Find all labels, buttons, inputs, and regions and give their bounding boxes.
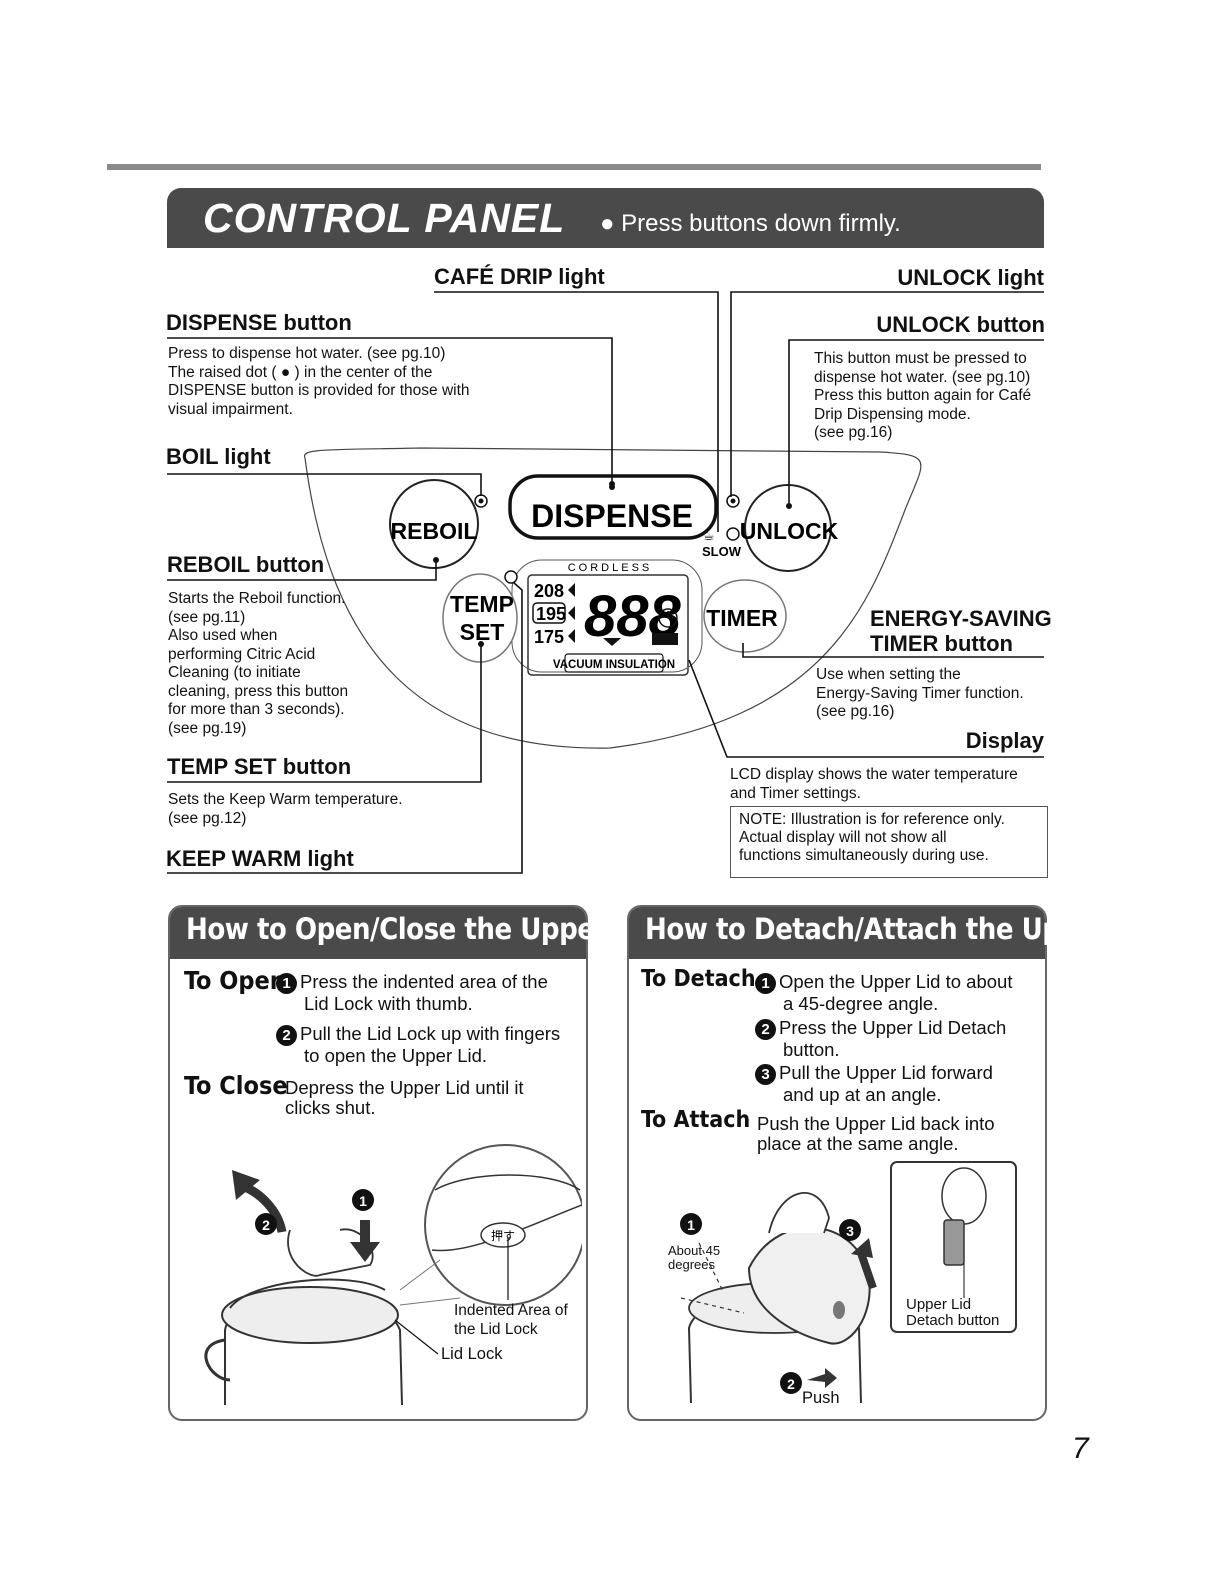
temp-label: TEMP bbox=[450, 591, 514, 617]
detach-step-number-2: 2 bbox=[755, 1018, 776, 1040]
lid-lock-label: Lid Lock bbox=[441, 1345, 503, 1363]
note-box: NOTE: Illustration is for reference only… bbox=[730, 806, 1048, 878]
illus-step-2: 2 bbox=[262, 1217, 270, 1233]
temp-208: 208 bbox=[534, 581, 564, 601]
boil-light-label: BOIL light bbox=[166, 444, 271, 469]
step-number-1: 1 bbox=[276, 972, 297, 994]
cup-icon: ☕ bbox=[703, 528, 715, 543]
dispense-button-title: DISPENSE button bbox=[166, 310, 352, 335]
energy-saving-timer-title: ENERGY-SAVING TIMER button bbox=[870, 606, 1052, 656]
page-title: CONTROL PANEL bbox=[203, 195, 566, 241]
reboil-label: REBOIL bbox=[391, 518, 478, 544]
temp-set-button-graphic bbox=[442, 573, 518, 663]
unlock-label: UNLOCK bbox=[740, 518, 839, 544]
clock-icon bbox=[658, 608, 678, 628]
close-text: Depress the Upper Lid until it clicks sh… bbox=[285, 1077, 524, 1118]
detach-attach-header bbox=[629, 907, 1045, 959]
indented-area-label: Indented Area of the Lid Lock bbox=[454, 1302, 568, 1338]
detach-illus-step-2: 2 bbox=[787, 1376, 795, 1392]
top-rule bbox=[107, 164, 1041, 170]
about-45-label: About 45 degrees bbox=[668, 1243, 721, 1272]
timer-button-graphic bbox=[703, 579, 787, 653]
to-detach-label: To Detach bbox=[641, 966, 756, 992]
display-title: Display bbox=[965, 728, 1044, 753]
to-attach-label: To Attach bbox=[641, 1107, 751, 1133]
temp-set-button-desc: Sets the Keep Warm temperature. (see pg.… bbox=[168, 791, 403, 827]
detach-illus-step-3: 3 bbox=[846, 1223, 854, 1239]
slow-label: SLOW bbox=[702, 544, 742, 559]
set-label: SET bbox=[460, 619, 505, 645]
dispense-button-graphic bbox=[508, 474, 718, 540]
push-stamp-text: 押す bbox=[491, 1229, 515, 1243]
to-close-label: To Close bbox=[184, 1071, 288, 1100]
illus-step-1: 1 bbox=[359, 1193, 367, 1209]
cafe-drip-light-dot bbox=[726, 527, 740, 541]
cafe-drip-light-label: CAFÉ DRIP light bbox=[434, 264, 605, 289]
control-panel-diagram: CORDLESS 208 195 175 888 VACUUM INSULATI… bbox=[167, 291, 1044, 874]
battery-icon bbox=[652, 633, 678, 645]
vacuum-insulation-label: VACUUM INSULATION bbox=[553, 659, 675, 671]
keep-warm-light-dot bbox=[504, 570, 518, 584]
reboil-button-graphic bbox=[389, 479, 479, 569]
control-panel-banner bbox=[167, 188, 1044, 248]
timer-label: TIMER bbox=[706, 605, 778, 631]
leader-lines bbox=[167, 291, 1044, 874]
dispense-label: DISPENSE bbox=[531, 498, 693, 534]
unlock-button-title: UNLOCK button bbox=[876, 312, 1045, 337]
reboil-button-desc: Starts the Reboil function. (see pg.11) … bbox=[168, 590, 349, 737]
banner-subtitle: ● Press buttons down firmly. bbox=[600, 210, 901, 237]
push-label: Push bbox=[802, 1389, 840, 1407]
down-arrow-icon bbox=[603, 638, 621, 646]
unlock-button-desc: This button must be pressed to dispense … bbox=[814, 350, 1032, 441]
temp-195: 195 bbox=[536, 604, 566, 624]
open-close-header bbox=[170, 907, 586, 959]
reboil-button-title: REBOIL button bbox=[167, 552, 325, 577]
keep-warm-light-label: KEEP WARM light bbox=[166, 846, 354, 871]
to-open-label: To Open bbox=[184, 966, 286, 995]
open-close-illustration: 押す 1 2 bbox=[204, 1144, 582, 1406]
step-number-2: 2 bbox=[276, 1024, 297, 1046]
unlock-light-label: UNLOCK light bbox=[897, 265, 1044, 290]
unlock-button-graphic bbox=[744, 484, 832, 572]
display-desc: LCD display shows the water temperature … bbox=[730, 766, 1018, 802]
energy-saving-timer-desc: Use when setting the Energy-Saving Timer… bbox=[816, 666, 1024, 720]
page-number: 7 bbox=[1072, 1432, 1089, 1465]
detach-illus-step-1: 1 bbox=[687, 1217, 695, 1233]
detach-step-number-1: 1 bbox=[755, 972, 776, 994]
detach-attach-illustration: 1 3 2 bbox=[680, 1161, 1017, 1404]
detach-step-number-3: 3 bbox=[755, 1063, 776, 1085]
lcd-frame bbox=[527, 574, 689, 676]
dispense-button-desc: Press to dispense hot water. (see pg.10)… bbox=[168, 345, 470, 418]
panel-outline bbox=[303, 447, 922, 749]
cordless-label: CORDLESS bbox=[568, 562, 653, 574]
detach-attach-title: How to Detach/Attach the Upper Lid bbox=[645, 912, 1160, 946]
open-close-title: How to Open/Close the Upper Lid bbox=[186, 912, 659, 946]
temp-175: 175 bbox=[534, 627, 564, 647]
temp-set-button-title: TEMP SET button bbox=[167, 754, 352, 779]
detach-button-label: Upper Lid Detach button bbox=[906, 1296, 1000, 1329]
attach-text: Push the Upper Lid back into place at th… bbox=[757, 1113, 995, 1154]
